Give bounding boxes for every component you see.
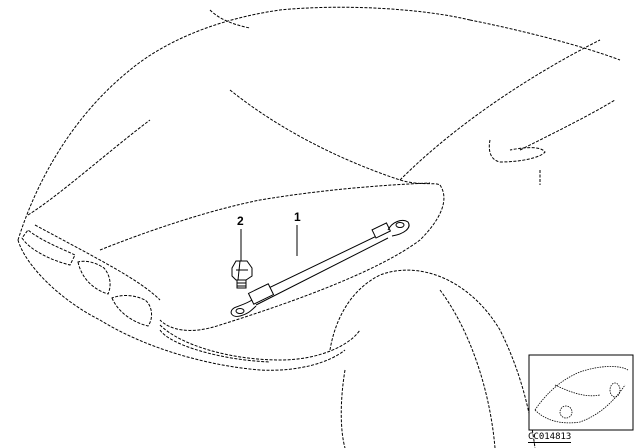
thumbnail-inset: [528, 354, 634, 431]
nut-part-2: [231, 229, 253, 289]
car-body-outline: [17, 6, 621, 448]
callout-number-1: 1: [294, 210, 301, 224]
battery-cable-part-1: [230, 219, 410, 317]
reference-code: CC014813: [528, 432, 572, 443]
callout-number-2: 2: [237, 214, 244, 228]
